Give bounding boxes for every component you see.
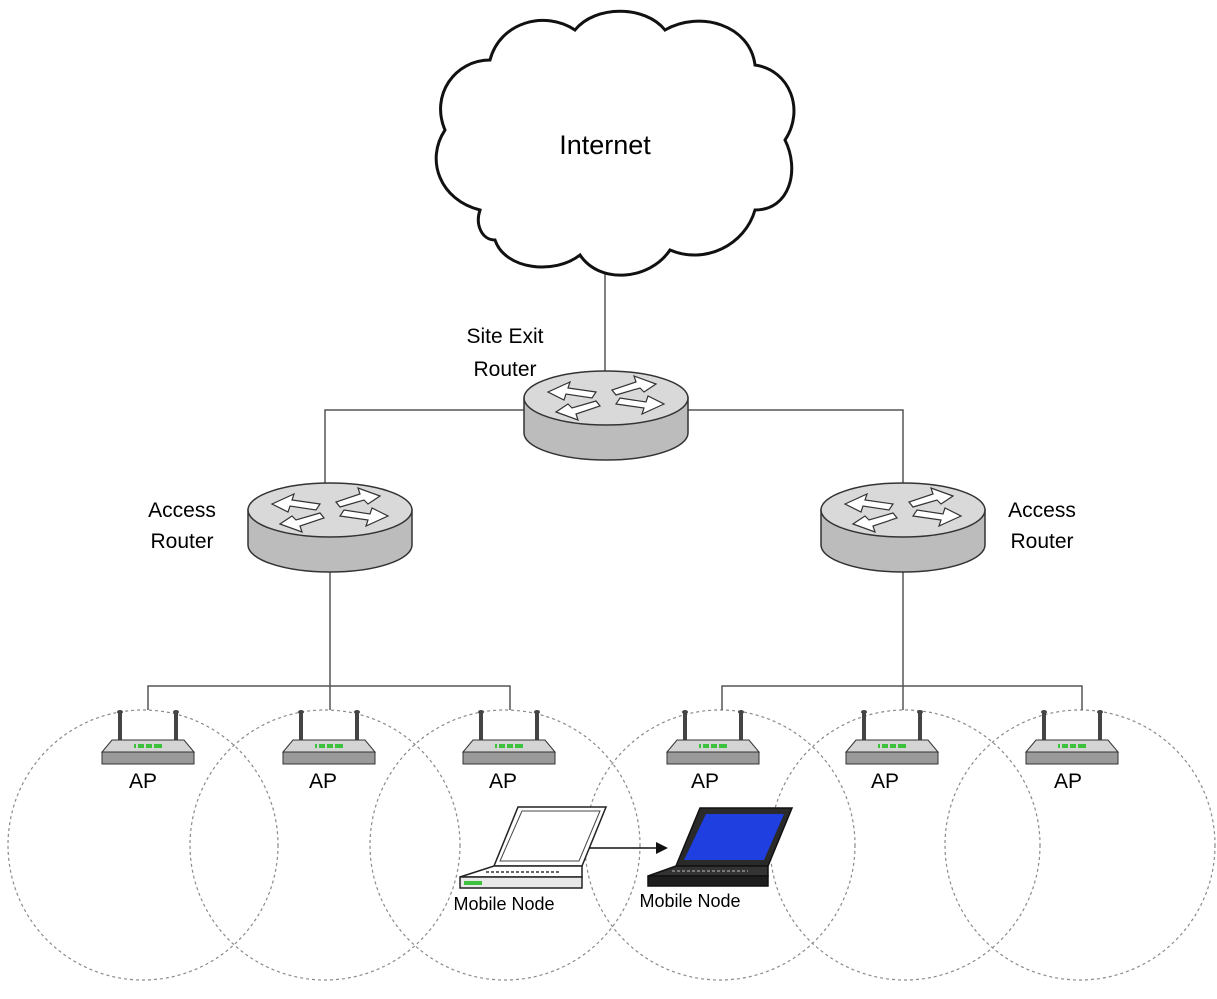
router-icon [523, 370, 689, 461]
access-point-label: AP [489, 770, 517, 793]
link-site-router-right [687, 409, 904, 490]
network-links [147, 252, 1083, 710]
coverage-cell-2 [189, 709, 461, 981]
access-point-icon [1025, 709, 1119, 765]
coverage-cell-1 [7, 709, 279, 981]
link-site-router-left [324, 409, 525, 490]
mobile-node-before: Mobile Node [453, 806, 608, 914]
access-point-3: AP [462, 709, 556, 793]
laptop-outline-icon [459, 806, 608, 889]
coverage-cells [7, 709, 1216, 981]
access-point-label: AP [871, 770, 899, 793]
coverage-cell-3 [369, 709, 641, 981]
site-exit-router: Site Exit Router [466, 325, 689, 461]
access-point-label: AP [1054, 770, 1082, 793]
access-points: AP AP AP AP AP AP [101, 709, 1119, 793]
access-point-6: AP [1025, 709, 1119, 793]
access-router-left-label-line1: Access [148, 499, 216, 522]
access-point-label: AP [691, 770, 719, 793]
coverage-cell-4 [584, 709, 856, 981]
ap-bus-right [721, 685, 1083, 710]
router-icon [247, 482, 413, 573]
coverage-cell-6 [944, 709, 1216, 981]
access-point-4: AP [666, 709, 760, 793]
internet-cloud: Internet [434, 9, 796, 277]
coverage-cell-5 [769, 709, 1041, 981]
laptop-icon [647, 807, 794, 887]
handover-arrow [589, 842, 668, 854]
internet-label: Internet [559, 130, 651, 160]
access-point-5: AP [845, 709, 939, 793]
access-point-icon [666, 709, 760, 765]
access-point-icon [282, 709, 376, 765]
access-router-left-label-line2: Router [150, 530, 213, 553]
access-point-1: AP [101, 709, 195, 793]
site-exit-router-label-line1: Site Exit [466, 325, 543, 348]
ap-bus-left [147, 685, 511, 710]
access-point-icon [101, 709, 195, 765]
access-router-right-label-line1: Access [1008, 499, 1076, 522]
access-point-icon [462, 709, 556, 765]
site-exit-router-label-line2: Router [473, 358, 536, 381]
mobile-node-after-label: Mobile Node [639, 891, 740, 911]
mobile-node-before-label: Mobile Node [453, 894, 554, 914]
access-router-right: Access Router [820, 482, 1076, 573]
access-point-2: AP [282, 709, 376, 793]
access-point-label: AP [129, 770, 157, 793]
mobile-node-after: Mobile Node [639, 807, 794, 911]
access-point-label: AP [309, 770, 337, 793]
access-router-left: Access Router [148, 482, 413, 573]
access-router-right-label-line2: Router [1010, 530, 1073, 553]
router-icon [820, 482, 986, 573]
